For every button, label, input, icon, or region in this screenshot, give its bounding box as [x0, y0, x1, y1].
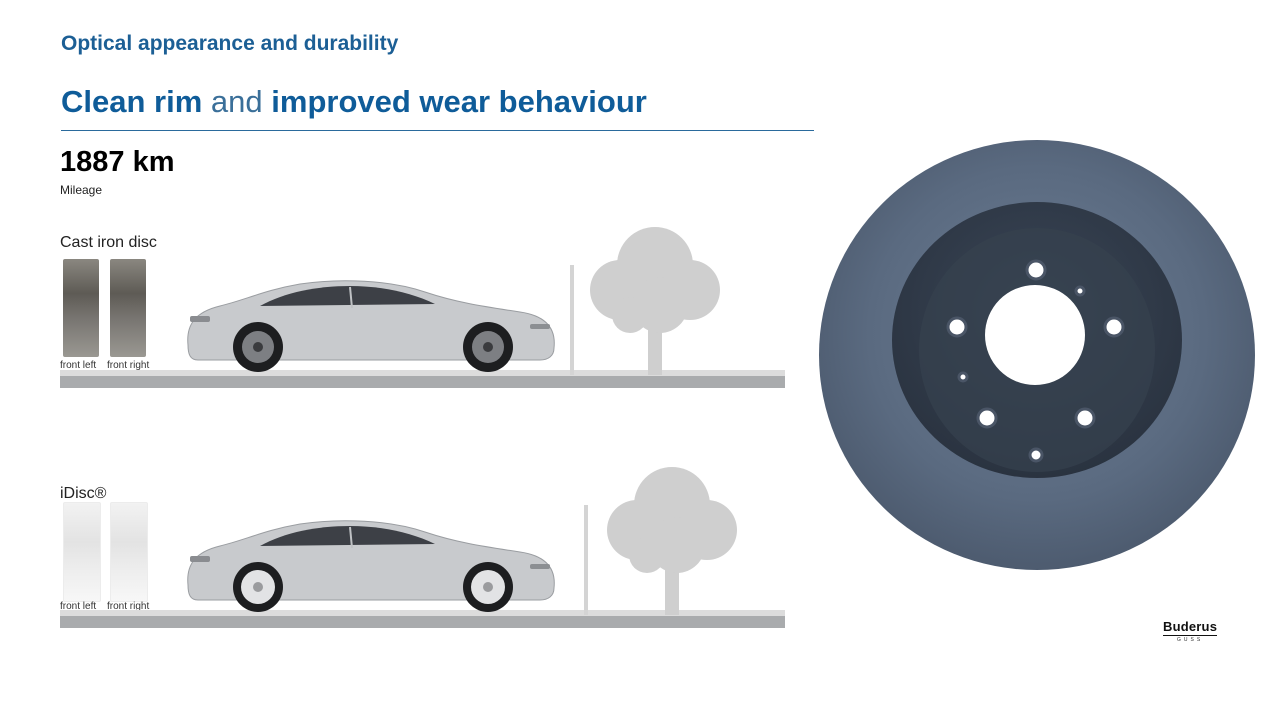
disc-center-bore — [985, 285, 1085, 385]
road-post — [570, 265, 574, 375]
car-icon — [187, 280, 555, 372]
disc-bolt-holes — [946, 259, 1125, 463]
headline-part1: Clean rim — [61, 84, 203, 119]
idisc-front-left-label: front left — [60, 601, 97, 612]
logo-sub: GUSS — [1163, 635, 1218, 643]
headline-and: and — [210, 84, 263, 119]
tree-icon — [590, 227, 720, 375]
cast-iron-front-left-label: front left — [60, 360, 97, 371]
cast-iron-front-left-image — [63, 259, 99, 357]
road — [60, 616, 785, 628]
idisc-scene — [60, 467, 785, 628]
idisc-front-left-image — [63, 502, 101, 602]
buderus-logo: Buderus GUSS — [1163, 619, 1218, 643]
section-subtitle: Optical appearance and durability — [61, 32, 399, 55]
idisc-front-right-label: front right — [107, 601, 150, 612]
cast-iron-front-right-image — [110, 259, 146, 357]
title-divider — [61, 130, 814, 131]
page-title: Clean rim and improved wear behaviour — [61, 84, 647, 120]
idisc-label: iDisc® — [60, 485, 107, 502]
headline-part2: improved wear behaviour — [271, 84, 647, 119]
road-post — [584, 505, 588, 615]
road — [60, 376, 785, 388]
tree-icon — [607, 467, 737, 615]
cast-iron-front-right-label: front right — [107, 360, 150, 371]
cast-iron-label: Cast iron disc — [60, 234, 157, 251]
car-icon — [187, 520, 555, 612]
cast-iron-scene — [60, 227, 785, 388]
grass-strip — [60, 610, 785, 616]
idisc-front-right-image — [110, 502, 148, 602]
mileage-value: 1887 km — [60, 146, 175, 178]
grass-strip — [60, 370, 785, 376]
mileage-label: Mileage — [60, 183, 103, 197]
brake-disc-image — [819, 140, 1255, 570]
logo-name: Buderus — [1163, 619, 1218, 634]
